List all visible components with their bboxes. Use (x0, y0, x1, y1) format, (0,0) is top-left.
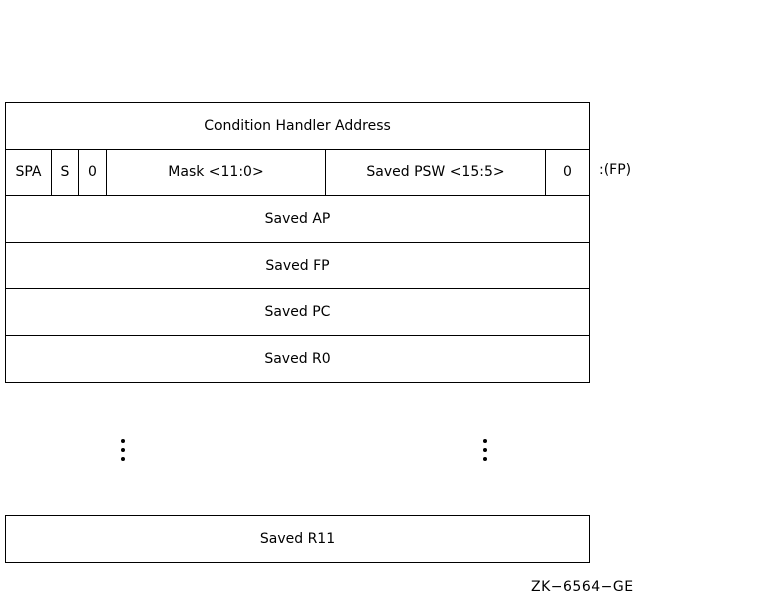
ellipsis-dot (121, 439, 125, 443)
zero-field-left: 0 (79, 149, 107, 196)
s-field: S (52, 149, 79, 196)
saved-fp-row: Saved FP (6, 243, 589, 290)
spa-field: SPA (6, 149, 52, 196)
zero-left-label: 0 (88, 164, 97, 181)
vertical-ellipsis-left (120, 439, 126, 466)
saved-pc-label: Saved PC (264, 304, 331, 321)
ellipsis-dot (483, 457, 487, 461)
condition-handler-row: Condition Handler Address (6, 103, 589, 150)
saved-r11-label: Saved R11 (259, 531, 336, 547)
saved-fp-label: Saved FP (265, 257, 330, 274)
ellipsis-dot (121, 448, 125, 452)
ellipsis-dot (483, 439, 487, 443)
saved-r11-row: Saved R11 (5, 515, 590, 563)
saved-ap-label: Saved AP (264, 210, 331, 227)
condition-handler-label: Condition Handler Address (204, 117, 391, 134)
zero-field-right: 0 (546, 150, 589, 196)
zero-right-label: 0 (563, 164, 572, 181)
ellipsis-dot (483, 448, 487, 452)
figure-id-label: ZK−6564−GE (531, 579, 634, 595)
spa-label: SPA (15, 164, 42, 181)
saved-ap-row: Saved AP (6, 196, 589, 243)
frame-pointer-label: :(FP) (599, 162, 632, 178)
stack-frame-diagram: Condition Handler Address SPA S 0 Mask <… (5, 102, 590, 383)
mask-psw-row: SPA S 0 Mask <11:0> Saved PSW <15:5> 0 (6, 149, 589, 197)
mask-field: Mask <11:0> (107, 149, 326, 196)
saved-r0-label: Saved R0 (264, 350, 331, 367)
vertical-ellipsis-right (482, 439, 488, 466)
saved-pc-row: Saved PC (6, 289, 589, 336)
saved-psw-label: Saved PSW <15:5> (366, 164, 505, 181)
saved-r0-row: Saved R0 (6, 336, 589, 383)
mask-label: Mask <11:0> (168, 164, 264, 181)
saved-psw-field: Saved PSW <15:5> (326, 149, 546, 196)
s-label: S (60, 164, 70, 181)
ellipsis-dot (121, 457, 125, 461)
